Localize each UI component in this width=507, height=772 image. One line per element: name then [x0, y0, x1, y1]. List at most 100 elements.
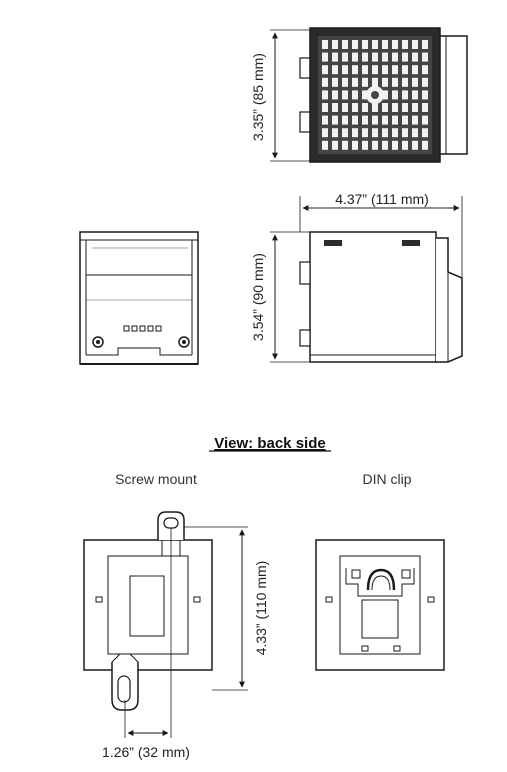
grille-slot — [352, 40, 358, 49]
grille-slot — [362, 115, 368, 125]
grille-slot — [422, 65, 428, 75]
grille-slot — [352, 90, 358, 100]
grille-slot — [372, 128, 378, 138]
back-height-label: 4.33” (110 mm) — [253, 561, 269, 656]
grille-slot — [392, 103, 398, 112]
grille-slot — [412, 115, 418, 125]
grille-slot — [392, 65, 398, 75]
grille-slot — [382, 40, 388, 49]
grille-slot — [422, 77, 428, 87]
grille-slot — [372, 65, 378, 75]
grille-slot — [382, 140, 388, 150]
grille-slot — [402, 115, 408, 125]
grille-slot — [362, 140, 368, 150]
grille-slot — [402, 103, 408, 112]
grille-slot — [342, 52, 348, 62]
grille-slot — [412, 65, 418, 75]
grille-slot — [402, 40, 408, 49]
grille-slot — [422, 128, 428, 138]
grille-slot — [402, 52, 408, 62]
grille-slot — [362, 40, 368, 49]
front-height-dimension: 3.35” (85 mm) — [250, 29, 310, 162]
grille-slot — [322, 40, 328, 49]
grille-slot — [402, 90, 408, 100]
grille-slot — [332, 40, 338, 49]
grille-slot — [422, 103, 428, 112]
grille-slot — [382, 52, 388, 62]
grille-slot — [372, 40, 378, 49]
top-width-dimension: 4.37” (111 mm) — [299, 191, 463, 278]
grille-slot — [392, 90, 398, 100]
grille-slot — [412, 103, 418, 112]
grille-slot — [362, 128, 368, 138]
grille-slot — [332, 65, 338, 75]
din-clip-caption: DIN clip — [362, 471, 411, 487]
grille-slot — [362, 65, 368, 75]
grille-slot — [382, 90, 388, 100]
grille-slot — [342, 77, 348, 87]
grille-slot — [392, 140, 398, 150]
grille-slot — [352, 140, 358, 150]
grille-slot — [352, 115, 358, 125]
grille-slot — [352, 103, 358, 112]
top-width-label: 4.37” (111 mm) — [335, 191, 429, 207]
grille-slot — [382, 128, 388, 138]
grille-slot — [422, 115, 428, 125]
grille-slot — [332, 140, 338, 150]
grille-slot — [412, 52, 418, 62]
grille-slot — [422, 40, 428, 49]
side-view — [79, 231, 199, 365]
grille-slot — [422, 52, 428, 62]
grille-slot — [372, 140, 378, 150]
back-height-dimension: 4.33” (110 mm) — [184, 526, 269, 691]
grille-slot — [382, 77, 388, 87]
grille-slot — [392, 52, 398, 62]
grille-slot — [372, 103, 378, 112]
grille-slot — [342, 65, 348, 75]
grille-slot — [422, 140, 428, 150]
grille-slot — [322, 52, 328, 62]
din-clip-view — [315, 539, 445, 671]
grille-slot — [322, 128, 328, 138]
grille-slot — [422, 90, 428, 100]
grille-slot — [332, 128, 338, 138]
grille-slot — [392, 128, 398, 138]
grille-slot — [342, 115, 348, 125]
grille-slot — [342, 140, 348, 150]
grille-slot — [372, 115, 378, 125]
grille-slot — [402, 128, 408, 138]
grille-slot — [402, 65, 408, 75]
grille-slot — [352, 128, 358, 138]
grille-slot — [332, 90, 338, 100]
grille-slot — [352, 65, 358, 75]
grille-slot — [372, 52, 378, 62]
front-height-label: 3.35” (85 mm) — [250, 53, 266, 141]
grille-slot — [392, 115, 398, 125]
grille-slot — [322, 103, 328, 112]
grille-slot — [402, 77, 408, 87]
grille-slot — [362, 52, 368, 62]
grille-slot — [412, 40, 418, 49]
grille-slot — [332, 52, 338, 62]
back-view-heading: View: back side — [214, 435, 325, 452]
grille-slot — [412, 77, 418, 87]
grille-slot — [392, 40, 398, 49]
grille-slot — [362, 77, 368, 87]
grille-slot — [322, 65, 328, 75]
grille-slot — [322, 77, 328, 87]
grille-slot — [412, 128, 418, 138]
grille-slot — [382, 115, 388, 125]
grille-slot — [332, 115, 338, 125]
mount-offset-dimension: 1.26” (32 mm) — [102, 528, 190, 760]
grille-slot — [362, 90, 368, 100]
grille-slot — [322, 140, 328, 150]
top-view — [299, 231, 463, 363]
screw-mount-caption: Screw mount — [115, 471, 197, 487]
side-height-label: 3.54” (90 mm) — [250, 253, 266, 341]
grille-slot — [392, 77, 398, 87]
grille-slot — [342, 128, 348, 138]
grille-slot — [362, 103, 368, 112]
grille-slot — [412, 140, 418, 150]
grille-slot — [322, 115, 328, 125]
